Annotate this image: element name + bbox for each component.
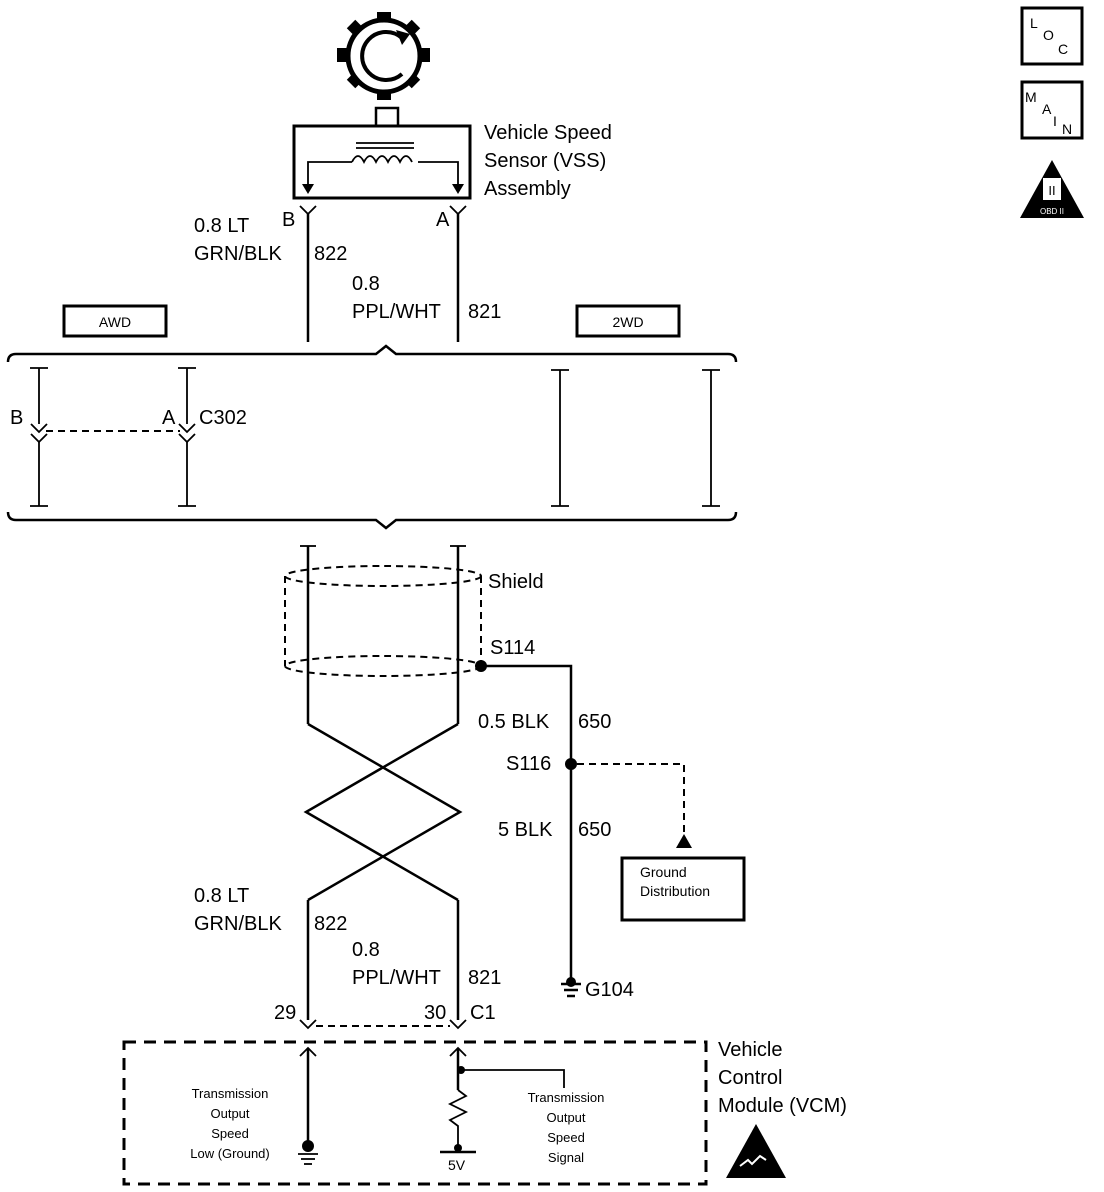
wire-821-bottom-color: PPL/WHT bbox=[352, 967, 441, 989]
c302-connector bbox=[30, 367, 196, 507]
wire-822-bottom-size: 0.8 LT bbox=[194, 885, 249, 907]
vcm-signal-label-1: Transmission bbox=[528, 1090, 605, 1105]
awd-option-box bbox=[62, 304, 168, 338]
splice-s116-dot bbox=[565, 758, 577, 770]
twist-wire-822 bbox=[307, 722, 463, 902]
wire-822-bottom-color: GRN/BLK bbox=[194, 913, 282, 935]
ground-distribution-line2: Distribution bbox=[640, 883, 710, 899]
vcm-connector-name: C1 bbox=[470, 1002, 496, 1024]
vcm-5v-label: 5V bbox=[448, 1157, 466, 1173]
vcm-title-line1: Vehicle bbox=[718, 1039, 783, 1061]
wire-822-top-size: 0.8 LT bbox=[194, 215, 249, 237]
wire-821-bottom-circuit: 821 bbox=[468, 967, 501, 989]
vcm-signal-label-2: Output bbox=[546, 1110, 585, 1125]
pullup-resistor-icon bbox=[447, 1089, 469, 1148]
wire-650-a-size: 0.5 BLK bbox=[478, 711, 550, 733]
wire-821-top-color: PPL/WHT bbox=[352, 301, 441, 323]
vss-pin-a: A bbox=[436, 209, 450, 231]
reluctor-wheel-icon bbox=[337, 12, 430, 100]
twist-wire-821 bbox=[303, 722, 459, 902]
svg-text:II: II bbox=[1048, 183, 1055, 198]
vcm-low-label-1: Transmission bbox=[192, 1086, 269, 1101]
shield-outline bbox=[284, 565, 482, 677]
ground-distribution-box[interactable] bbox=[620, 856, 746, 922]
wire-821-top-circuit: 821 bbox=[468, 301, 501, 323]
vcm-low-label-3: Speed bbox=[211, 1126, 249, 1141]
wire-650-b-circuit: 650 bbox=[578, 819, 611, 841]
twowd-label: 2WD bbox=[612, 314, 643, 330]
vcm-module-box bbox=[122, 1040, 708, 1186]
svg-text:N: N bbox=[1062, 121, 1072, 137]
vss-pin-b: B bbox=[282, 209, 295, 231]
esd-warning-icon bbox=[726, 1124, 786, 1178]
obd-ii-icon[interactable]: II OBD II bbox=[1020, 160, 1084, 218]
wire-821-top-size: 0.8 bbox=[352, 273, 380, 295]
vcm-title-line3: Module (VCM) bbox=[718, 1095, 847, 1117]
c302-option-bracket bbox=[6, 344, 738, 530]
wire-822-top-color: GRN/BLK bbox=[194, 243, 282, 265]
shield-label: Shield bbox=[488, 571, 544, 593]
vss-title-line2: Sensor (VSS) bbox=[484, 150, 606, 172]
awd-label: AWD bbox=[99, 314, 131, 330]
twowd-jumper-2 bbox=[702, 369, 720, 507]
vcm-ground-icon bbox=[298, 1153, 318, 1165]
wire-821-bottom-size: 0.8 bbox=[352, 939, 380, 961]
vcm-pin-29: 29 bbox=[274, 1002, 296, 1024]
vcm-pin-30: 30 bbox=[424, 1002, 446, 1024]
wire-650 bbox=[481, 664, 573, 982]
vss-assembly-box bbox=[292, 106, 472, 200]
c302-pin-b: B bbox=[10, 407, 23, 429]
c302-connector-name: C302 bbox=[199, 407, 247, 429]
c302-pin-a: A bbox=[162, 407, 176, 429]
svg-text:O: O bbox=[1043, 27, 1054, 43]
wire-822-top-circuit: 822 bbox=[314, 243, 347, 265]
twowd-jumper-1 bbox=[551, 369, 569, 507]
vcm-signal-label-4: Signal bbox=[548, 1150, 584, 1165]
svg-text:OBD II: OBD II bbox=[1040, 207, 1064, 216]
svg-text:A: A bbox=[1042, 101, 1052, 117]
wire-650-a-circuit: 650 bbox=[578, 711, 611, 733]
wire-650-b-size: 5 BLK bbox=[498, 819, 553, 841]
ground-g104-label: G104 bbox=[585, 979, 634, 1001]
splice-s114-label: S114 bbox=[490, 637, 535, 659]
twowd-option-box bbox=[575, 304, 681, 338]
vcm-signal-label-3: Speed bbox=[547, 1130, 585, 1145]
vcm-title-line2: Control bbox=[718, 1067, 782, 1089]
ground-distribution-line1: Ground bbox=[640, 864, 687, 880]
svg-text:C: C bbox=[1058, 41, 1068, 57]
loc-icon[interactable]: L O C bbox=[1020, 6, 1084, 66]
vss-title-line1: Vehicle Speed bbox=[484, 122, 612, 144]
vss-title-line3: Assembly bbox=[484, 178, 571, 200]
svg-text:I: I bbox=[1053, 113, 1057, 129]
main-icon[interactable]: M A I N bbox=[1020, 80, 1084, 140]
vcm-low-label-2: Output bbox=[210, 1106, 249, 1121]
vcm-low-label-4: Low (Ground) bbox=[190, 1146, 269, 1161]
wire-822-bottom-circuit: 822 bbox=[314, 913, 347, 935]
svg-text:L: L bbox=[1030, 15, 1038, 31]
ground-distribution-arrow-icon bbox=[676, 834, 692, 848]
splice-s116-label: S116 bbox=[506, 753, 551, 775]
signal-sense-line bbox=[461, 1069, 565, 1088]
svg-text:M: M bbox=[1025, 89, 1037, 105]
